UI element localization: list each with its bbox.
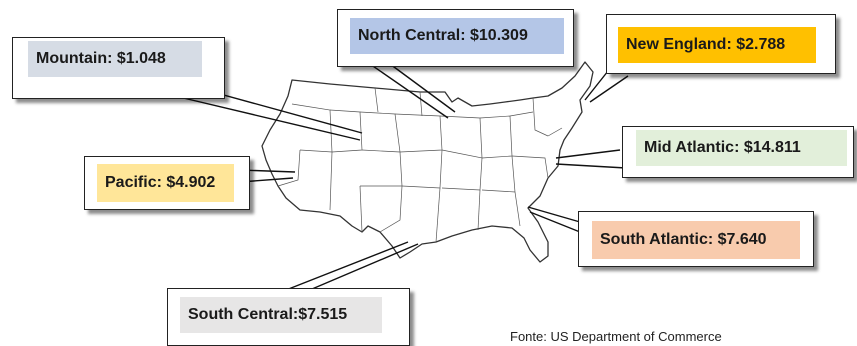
leader-lines — [174, 63, 629, 293]
leader-line-north-central — [389, 63, 456, 113]
south-atlantic-label: South Atlantic: $7.640 — [592, 221, 800, 259]
mid-atlantic-label: Mid Atlantic: $14.811 — [636, 130, 847, 166]
leader-line-south-central — [304, 243, 419, 293]
leader-line-mid-atlantic — [555, 149, 621, 159]
leader-line-south-central — [285, 241, 409, 291]
south-central-label: South Central:$7.515 — [180, 297, 382, 333]
new-england-label: New England: $2.788 — [618, 27, 816, 63]
pacific-label: Pacific: $4.902 — [97, 164, 234, 202]
north-central-label: North Central: $10.309 — [350, 18, 564, 54]
source-note: Fonte: US Department of Commerce — [510, 329, 722, 344]
leader-line-mid-atlantic — [555, 163, 627, 169]
leader-line-new-england — [589, 75, 629, 103]
mountain-label: Mountain: $1.048 — [28, 41, 202, 77]
us-state-borders — [277, 87, 563, 243]
leader-line-north-central — [369, 63, 449, 119]
us-map-outline — [261, 61, 594, 263]
leader-line-mountain — [174, 95, 361, 141]
leader-line-south-atlantic — [527, 206, 581, 223]
